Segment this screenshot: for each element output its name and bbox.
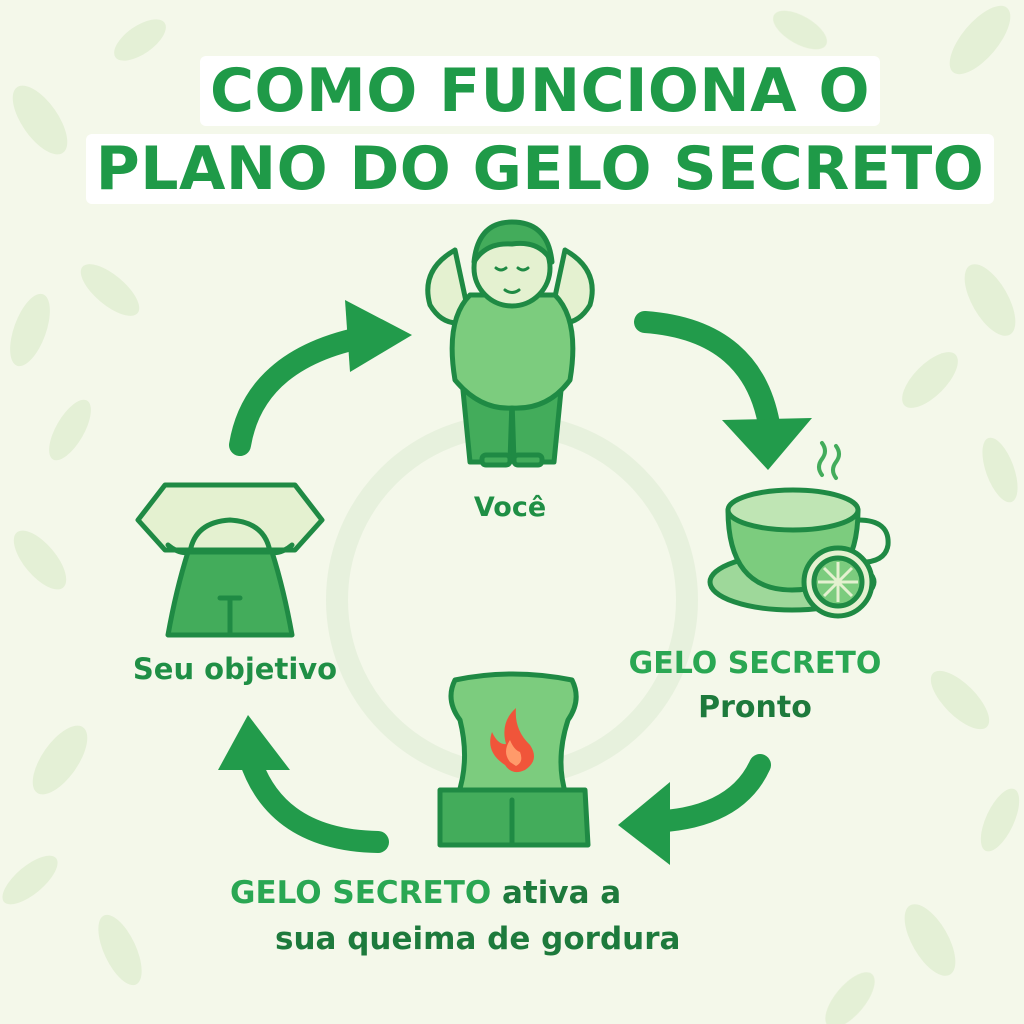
label-gelo-ativa-line2: sua queima de gordura bbox=[275, 921, 681, 957]
arrowhead-2 bbox=[722, 418, 812, 470]
arrowhead-1 bbox=[345, 300, 412, 372]
arrow-voce-to-tea bbox=[634, 311, 781, 441]
label-seu-objetivo: Seu objetivo bbox=[132, 652, 338, 686]
label-gelo-ativa-highlight: GELO SECRETO bbox=[230, 875, 492, 911]
page-title: COMO FUNCIONA O PLANO DO GELO SECRETO bbox=[60, 52, 1020, 208]
label-gelo-ativa-rest: ativa a bbox=[491, 875, 622, 911]
label-voce: Você bbox=[473, 492, 547, 523]
flame-icon bbox=[490, 708, 534, 773]
arrow-objetivo-to-voce bbox=[229, 324, 386, 456]
label-gelo-ativa: GELO SECRETO ativa a sua queima de gordu… bbox=[230, 870, 770, 962]
arrowhead-4 bbox=[218, 715, 290, 770]
label-gelo-pronto: GELO SECRETO Pronto bbox=[585, 642, 925, 730]
title-line-1: COMO FUNCIONA O bbox=[200, 56, 880, 126]
label-gelo-pronto-line1: GELO SECRETO bbox=[628, 646, 882, 681]
arrowhead-3 bbox=[618, 782, 670, 865]
label-gelo-pronto-line2: Pronto bbox=[698, 690, 812, 725]
title-line-2: PLANO DO GELO SECRETO bbox=[85, 134, 995, 204]
